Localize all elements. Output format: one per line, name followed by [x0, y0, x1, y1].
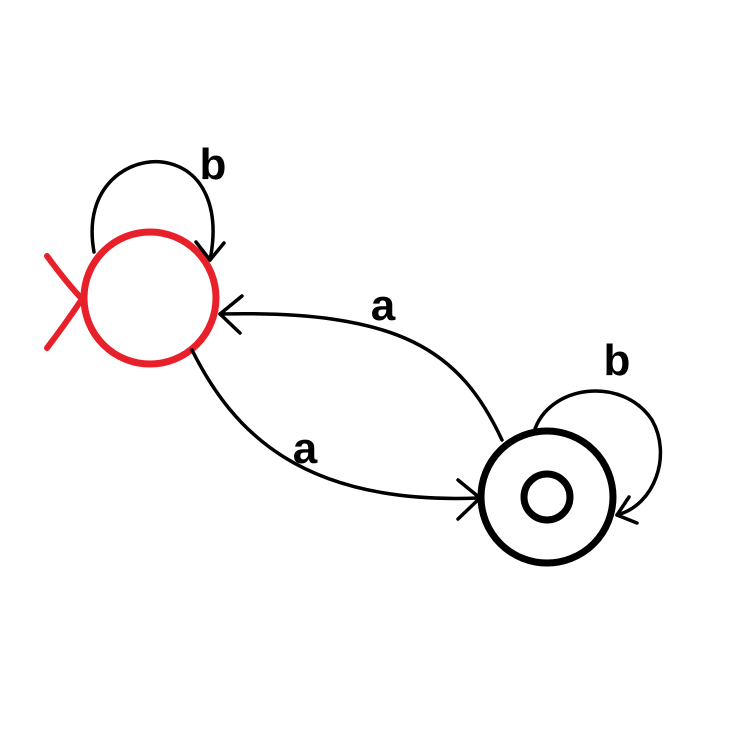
transition-label: a [293, 424, 318, 473]
edge [218, 311, 504, 442]
transition-accept-accept: b [532, 336, 663, 525]
transition-start-accept: a [190, 348, 482, 521]
loop-edge [532, 389, 663, 517]
state-accept [477, 427, 617, 567]
transition-label: b [200, 140, 227, 189]
state-start-circle [80, 228, 220, 368]
loop-edge [90, 159, 215, 262]
arrowhead-icon [456, 478, 482, 521]
transition-label: b [604, 336, 631, 385]
state-accept-outer-circle [477, 427, 617, 567]
transition-accept-start: a [218, 281, 504, 442]
transition-start-start: b [90, 140, 227, 262]
arrowhead-icon [218, 294, 244, 335]
arrowhead-icon [194, 240, 226, 262]
arrowhead-icon [615, 495, 639, 525]
state-accept-inner-circle [520, 470, 574, 524]
edge [190, 348, 480, 501]
transition-label: a [371, 281, 396, 330]
start-marker-icon [44, 253, 85, 351]
state-start [44, 228, 220, 368]
